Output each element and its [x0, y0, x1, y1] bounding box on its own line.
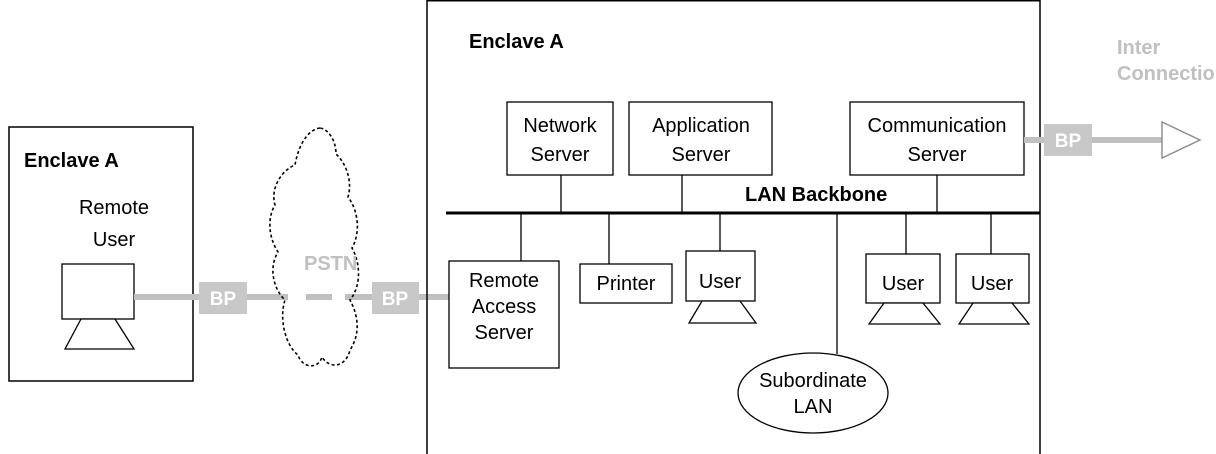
remote-user-label-line2: User — [93, 229, 136, 251]
bp-box-enclave: BP — [372, 282, 419, 314]
bp-box-interconnect: BP — [1044, 124, 1092, 156]
user-terminal-1: User — [685, 250, 758, 324]
svg-text:Server: Server — [531, 144, 590, 166]
pstn-label: PSTN — [304, 253, 357, 275]
svg-text:BP: BP — [1055, 131, 1082, 152]
user-terminal-3: User — [955, 253, 1031, 325]
pstn-cloud — [269, 127, 360, 367]
main-enclave-title: Enclave A — [469, 31, 564, 53]
remote-user-terminal-icon — [61, 263, 136, 350]
interconnections-label-line1: Inter — [1117, 37, 1161, 59]
lan-backbone-label: LAN Backbone — [745, 184, 887, 206]
interconnection-arrow-icon — [1161, 120, 1202, 160]
printer: Printer — [579, 263, 673, 304]
svg-text:User: User — [971, 273, 1014, 295]
network-server: Network Server — [506, 101, 614, 176]
subordinate-lan: Subordinate LAN — [737, 352, 889, 434]
svg-text:Access: Access — [472, 296, 536, 318]
remote-access-server: Remote Access Server — [448, 260, 560, 369]
svg-text:Network: Network — [523, 115, 597, 137]
svg-text:BP: BP — [210, 289, 237, 310]
bp-box-remote: BP — [199, 282, 247, 314]
svg-text:Remote: Remote — [469, 270, 539, 292]
svg-text:Printer: Printer — [597, 273, 656, 295]
svg-text:Application: Application — [652, 115, 750, 137]
svg-text:Subordinate: Subordinate — [759, 370, 867, 392]
svg-text:LAN: LAN — [794, 396, 833, 418]
svg-text:User: User — [699, 271, 742, 293]
user-terminal-2: User — [865, 253, 942, 325]
svg-text:Server: Server — [672, 144, 731, 166]
svg-text:Server: Server — [475, 322, 534, 344]
svg-text:Communication: Communication — [868, 115, 1007, 137]
svg-text:BP: BP — [382, 289, 409, 310]
svg-text:Server: Server — [908, 144, 967, 166]
remote-user-label-line1: Remote — [79, 197, 149, 219]
application-server: Application Server — [628, 101, 773, 176]
interconnections-label-line2: Connections — [1117, 63, 1216, 85]
backbone-drops — [520, 175, 992, 354]
svg-text:User: User — [882, 273, 925, 295]
communication-server: Communication Server — [849, 101, 1025, 176]
remote-enclave-title: Enclave A — [24, 150, 119, 172]
